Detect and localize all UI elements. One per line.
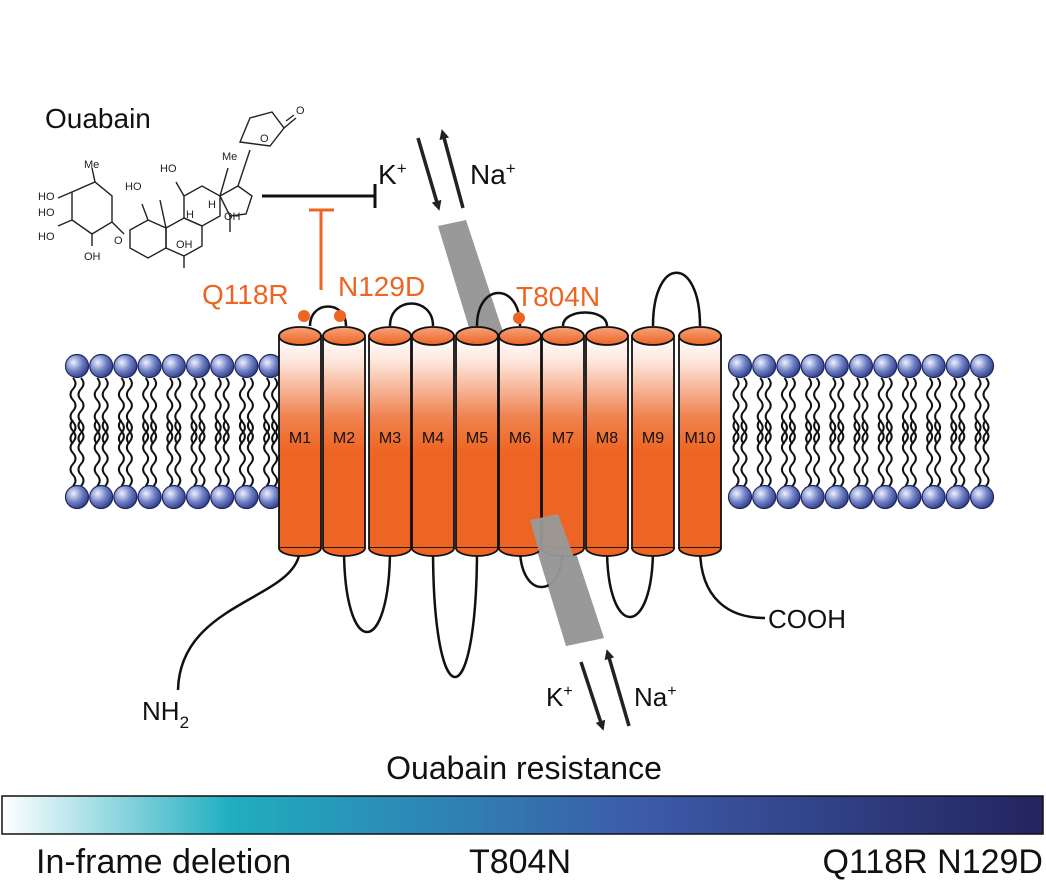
extracellular-loops: [308, 271, 702, 327]
helix-label: M1: [289, 430, 311, 447]
lipid-molecule: [137, 353, 162, 510]
mutation-label-q118r: Q118R: [202, 279, 289, 310]
helix-6: M6: [498, 326, 542, 557]
lipid-molecule: [824, 353, 849, 510]
top-ion-arrows: [416, 129, 465, 211]
lipid-molecule: [727, 353, 753, 510]
helix-label: M2: [333, 430, 355, 447]
helix-label: M6: [509, 430, 531, 447]
lipid-molecule: [210, 353, 235, 510]
svg-text:H: H: [186, 209, 194, 221]
lipid-molecule: [969, 353, 995, 510]
helix-4: M4: [411, 326, 455, 557]
lipid-molecule: [185, 353, 211, 510]
svg-text:O: O: [296, 105, 305, 117]
svg-text:HO: HO: [38, 207, 55, 219]
svg-text:H: H: [208, 199, 216, 211]
svg-text:O: O: [260, 133, 269, 145]
helix-label: M8: [596, 430, 618, 447]
helix-label: M9: [642, 430, 664, 447]
ouabain-inhibition-symbol: [262, 184, 377, 208]
top-k-label: K+: [378, 159, 407, 190]
svg-text:HO: HO: [160, 163, 177, 175]
lipid-bilayer: [64, 353, 995, 510]
lipid-molecule: [161, 353, 186, 510]
svg-text:Me: Me: [222, 151, 237, 163]
resistance-colorbar: [1, 795, 1044, 835]
scale-right-label: Q118R N129D: [823, 843, 1044, 881]
n-terminus-label: NH2: [142, 696, 189, 732]
lipid-molecule: [89, 353, 114, 510]
mutation-dot-q118r: [298, 310, 310, 322]
helix-9: M9: [631, 326, 675, 557]
lipid-molecule: [800, 353, 825, 510]
lipid-molecule: [258, 353, 283, 510]
svg-text:Me: Me: [84, 159, 99, 171]
bottom-na-label: Na+: [634, 682, 677, 712]
helix-2: M2: [322, 326, 366, 557]
bottom-k-label: K+: [546, 682, 573, 712]
c-terminus-label: COOH: [768, 604, 846, 634]
lipid-molecule: [848, 353, 874, 510]
lipid-molecule: [945, 353, 970, 510]
helix-1: M1: [278, 326, 322, 557]
ouabain-molecule: [57, 111, 297, 268]
top-na-label: Na+: [470, 159, 516, 190]
helix-8: M8: [585, 326, 629, 557]
ion-channel-pore-front: [530, 514, 604, 646]
lipid-molecule: [897, 353, 922, 510]
bottom-ion-arrows: [579, 649, 631, 731]
lipid-molecule: [776, 353, 801, 510]
intracellular-loops: [176, 547, 766, 691]
lipid-molecule: [752, 353, 777, 510]
svg-text:HO: HO: [38, 191, 55, 203]
lipid-molecule: [64, 353, 90, 510]
svg-text:O: O: [114, 235, 123, 247]
helix-label: M4: [422, 430, 444, 447]
scale-middle-label: T804N: [469, 843, 571, 881]
helix-label: M5: [466, 430, 488, 447]
lipid-molecule: [921, 353, 946, 510]
svg-text:OH: OH: [176, 239, 193, 251]
mutation-sites: [298, 310, 525, 324]
helix-label: M7: [552, 430, 574, 447]
mutation-label-t804n: T804N: [516, 281, 600, 312]
helix-label: M10: [684, 430, 715, 447]
ouabain-atom-labels: Me HO HO HO OH HO HO Me OH OH O O O H H: [38, 105, 305, 263]
mutation-dot-n129d: [334, 310, 346, 322]
svg-text:HO: HO: [125, 181, 142, 193]
ouabain-title: Ouabain: [45, 103, 151, 134]
helix-10: M10: [678, 326, 722, 557]
scale-left-label: In-frame deletion: [36, 843, 291, 881]
mutation-inhibition-symbol: [309, 208, 334, 290]
lipid-molecule: [234, 353, 259, 510]
scale-title: Ouabain resistance: [386, 750, 662, 786]
helix-label: M3: [379, 430, 401, 447]
helix-5: M5: [455, 326, 499, 557]
lipid-molecule: [113, 353, 138, 510]
svg-text:HO: HO: [38, 231, 55, 243]
lipid-molecule: [873, 353, 898, 510]
svg-text:OH: OH: [224, 211, 241, 223]
mutation-dot-t804n: [513, 312, 525, 324]
svg-text:OH: OH: [84, 251, 101, 263]
transmembrane-helices: M1 M2 M3 M4 M5 M6 M7 M8 M9 M10: [278, 326, 722, 557]
helix-3: M3: [368, 326, 412, 557]
mutation-label-n129d: N129D: [338, 271, 425, 302]
